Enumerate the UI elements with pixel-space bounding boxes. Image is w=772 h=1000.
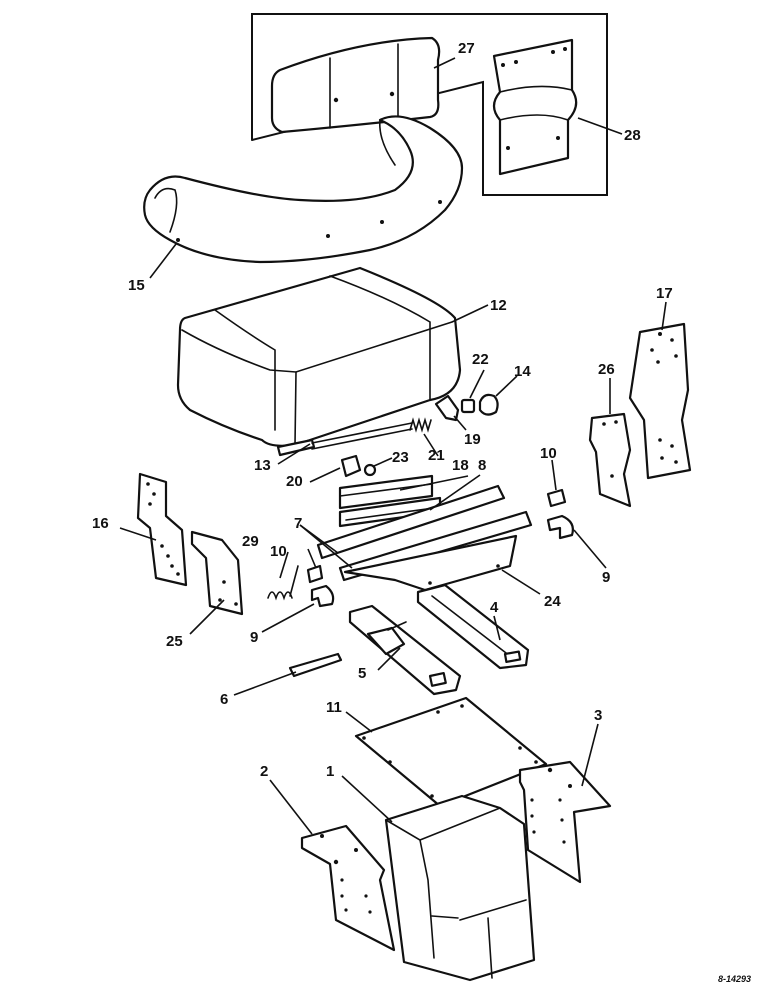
washer: [363, 463, 377, 477]
right-mount-bracket: [628, 322, 692, 480]
clip-left: [306, 564, 324, 584]
label-28: 28: [624, 127, 641, 144]
back-bracket: [492, 38, 578, 176]
label-29: 29: [242, 533, 259, 550]
label-11: 11: [326, 699, 342, 716]
label-3: 3: [594, 707, 602, 724]
label-21: 21: [428, 447, 445, 464]
label-10-left: 10: [270, 543, 287, 560]
left-mount-bracket: [136, 472, 188, 587]
clamp-left: [310, 584, 335, 608]
backrest: [143, 115, 464, 264]
storage-box: [384, 794, 536, 982]
label-8: 8: [478, 457, 486, 474]
latch-rod: [288, 652, 343, 678]
adjuster-handle: [434, 394, 460, 422]
label-20: 20: [286, 473, 303, 490]
clamp-right: [546, 514, 574, 540]
clip: [340, 454, 362, 478]
left-angle-bracket: [190, 530, 244, 616]
label-17: 17: [656, 285, 673, 302]
leader-lines: [119, 57, 667, 835]
label-25: 25: [166, 633, 183, 650]
label-12: 12: [490, 297, 507, 314]
label-19: 19: [464, 431, 481, 448]
right-angle-bracket: [588, 412, 632, 508]
label-13: 13: [254, 457, 271, 474]
label-4: 4: [490, 599, 499, 616]
drawing-code: 8-14293: [718, 974, 751, 984]
right-box-bracket: [518, 760, 612, 884]
base-plate: [343, 534, 518, 592]
knob: [478, 393, 499, 416]
seat-cushion: [176, 266, 462, 447]
clip-right: [546, 488, 567, 508]
label-1: 1: [326, 763, 334, 780]
label-2: 2: [260, 763, 268, 780]
label-9-left: 9: [250, 629, 258, 646]
cover-plate: [354, 696, 548, 808]
label-7: 7: [294, 515, 302, 532]
part-labels: 27 28 15 12 17 26 22 14 19 13 21 23 20 1…: [92, 40, 751, 984]
coil-spring: [267, 565, 299, 601]
label-9-right: 9: [602, 569, 610, 586]
label-26: 26: [598, 361, 615, 378]
label-27: 27: [458, 40, 475, 57]
label-10-right: 10: [540, 445, 557, 462]
adjuster-spring: [409, 417, 432, 433]
label-24: 24: [544, 593, 561, 610]
label-16: 16: [92, 515, 109, 532]
label-23: 23: [392, 449, 409, 466]
nut: [460, 398, 476, 414]
label-15: 15: [128, 277, 145, 294]
adjuster-rod: [276, 422, 413, 457]
inset-frame: [251, 13, 608, 196]
right-slide-rail: [416, 583, 530, 670]
label-22: 22: [472, 351, 489, 368]
left-box-bracket: [300, 824, 396, 952]
label-6: 6: [220, 691, 228, 708]
label-18: 18: [452, 457, 469, 474]
left-slide-rail: [348, 604, 462, 696]
back-cushion: [270, 36, 441, 134]
label-14: 14: [514, 363, 531, 380]
label-5: 5: [358, 665, 366, 682]
